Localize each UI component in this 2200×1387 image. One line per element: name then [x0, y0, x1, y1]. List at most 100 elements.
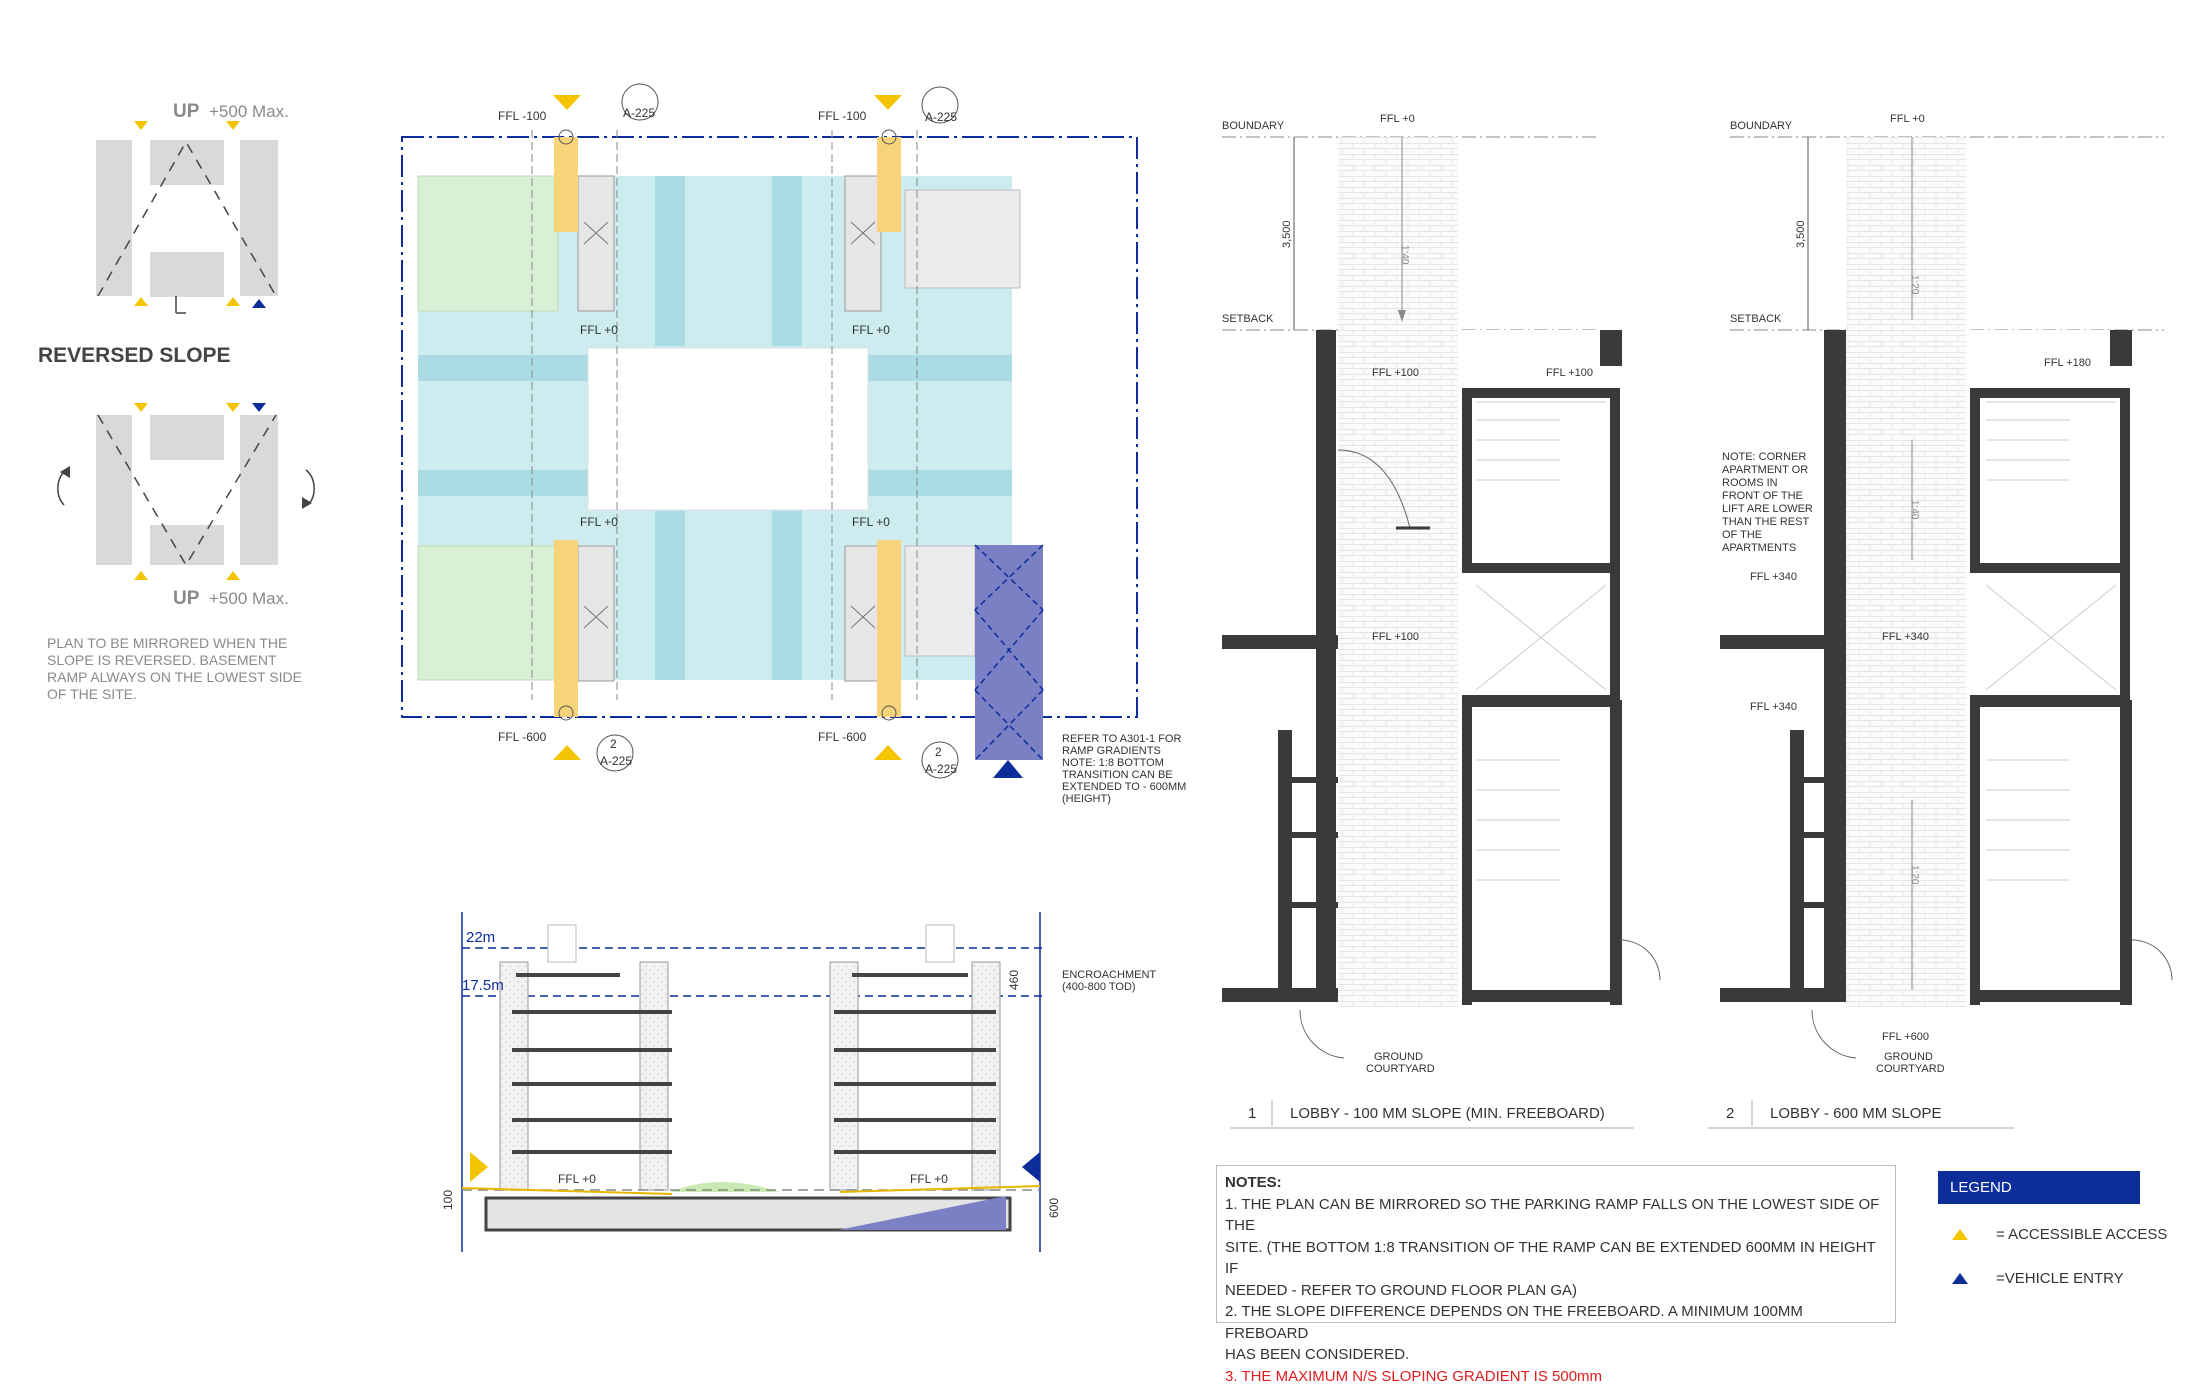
svg-text:BOUNDARY: BOUNDARY [1730, 120, 1793, 132]
accessible-marker-icon [226, 121, 240, 130]
vehicle-marker-icon [252, 299, 266, 308]
notes-box: NOTES: 1. THE PLAN CAN BE MIRRORED SO TH… [1216, 1165, 1896, 1323]
lobby-plan-1 [1222, 137, 1660, 1058]
svg-text:GROUND: GROUND [1374, 1051, 1423, 1063]
svg-text:22m: 22m [466, 929, 495, 946]
accessible-marker-icon [226, 403, 240, 412]
accessible-marker-icon [553, 95, 581, 110]
svg-text:2: 2 [935, 745, 942, 759]
section-labels: 22m 17.5m 460 ENCROACHMENT (400-800 TOD)… [441, 929, 1156, 1218]
svg-text:FFL +600: FFL +600 [1882, 1031, 1929, 1043]
note-line: HAS BEEN CONSIDERED. [1225, 1344, 1887, 1366]
svg-text:GROUND: GROUND [1884, 1051, 1933, 1063]
svg-text:A-225: A-225 [623, 106, 655, 120]
accessible-marker-icon [134, 121, 148, 130]
lobby-2-title: 2 LOBBY - 600 MM SLOPE [1708, 1100, 2014, 1128]
svg-text:2: 2 [610, 737, 617, 751]
accessible-marker-icon [1952, 1229, 1968, 1240]
svg-text:ENCROACHMENT: ENCROACHMENT [1062, 969, 1156, 981]
svg-text:RAMP GRADIENTS: RAMP GRADIENTS [1062, 745, 1161, 757]
svg-text:REFER TO A301-1 FOR: REFER TO A301-1 FOR [1062, 733, 1181, 745]
slope-diagram-top: UP +500 Max. [96, 101, 289, 313]
svg-text:A-225: A-225 [925, 762, 957, 776]
vehicle-marker-icon [252, 403, 266, 412]
svg-text:FFL +0: FFL +0 [1890, 113, 1925, 125]
lobby-plan-2 [1720, 137, 2172, 1058]
svg-text:A-225: A-225 [600, 754, 632, 768]
vehicle-marker-icon [993, 760, 1023, 778]
svg-text:APARTMENTS: APARTMENTS [1722, 542, 1796, 554]
svg-text:APARTMENT OR: APARTMENT OR [1722, 464, 1808, 476]
reversed-slope-title: REVERSED SLOPE [38, 344, 231, 367]
legend-accessible: = ACCESSIBLE ACCESS [1996, 1226, 2167, 1243]
svg-text:FFL +0: FFL +0 [852, 323, 890, 337]
note-line: 1. THE PLAN CAN BE MIRRORED SO THE PARKI… [1225, 1194, 1887, 1237]
svg-text:FFL +0: FFL +0 [1380, 113, 1415, 125]
svg-text:FFL +0: FFL +0 [852, 515, 890, 529]
rotate-right-icon [306, 470, 314, 505]
note-line-max-gradient: 3. THE MAXIMUM N/S SLOPING GRADIENT IS 5… [1225, 1366, 1887, 1387]
svg-text:LOBBY - 100 MM SLOPE (MIN. FRE: LOBBY - 100 MM SLOPE (MIN. FREEBOARD) [1290, 1105, 1605, 1122]
lobby-1-title: 1 LOBBY - 100 MM SLOPE (MIN. FREEBOARD) [1230, 1100, 1634, 1128]
svg-text:FFL +100: FFL +100 [1372, 631, 1419, 643]
ramp-note: REFER TO A301-1 FOR RAMP GRADIENTS NOTE:… [1062, 733, 1186, 805]
svg-text:TRANSITION CAN BE: TRANSITION CAN BE [1062, 769, 1173, 781]
svg-text:(HEIGHT): (HEIGHT) [1062, 793, 1111, 805]
svg-text:LIFT ARE LOWER: LIFT ARE LOWER [1722, 503, 1813, 515]
svg-text:FRONT OF THE: FRONT OF THE [1722, 490, 1803, 502]
svg-text:FFL +340: FFL +340 [1882, 631, 1929, 643]
svg-text:FFL -600: FFL -600 [498, 730, 547, 744]
svg-text:A-225: A-225 [925, 110, 957, 124]
svg-text:2: 2 [1726, 1105, 1734, 1122]
svg-text:FFL +0: FFL +0 [910, 1172, 948, 1186]
building-section [462, 912, 1042, 1252]
svg-text:FFL +0: FFL +0 [580, 323, 618, 337]
svg-text:FFL -600: FFL -600 [818, 730, 867, 744]
svg-text:OF THE SITE.: OF THE SITE. [47, 686, 137, 702]
svg-text:SETBACK: SETBACK [1222, 313, 1274, 325]
svg-text:FFL +100: FFL +100 [1372, 367, 1419, 379]
svg-text:100: 100 [441, 1190, 455, 1210]
svg-text:1:40: 1:40 [1399, 245, 1410, 265]
svg-text:THAN THE REST: THAN THE REST [1722, 516, 1809, 528]
svg-text:1:20: 1:20 [1909, 275, 1920, 295]
svg-text:NOTE: 1:8 BOTTOM: NOTE: 1:8 BOTTOM [1062, 757, 1164, 769]
svg-text:FFL -100: FFL -100 [818, 109, 867, 123]
accessible-marker-icon [226, 297, 240, 306]
site-plan [402, 84, 1137, 778]
legend-title: LEGEND [1938, 1171, 2140, 1204]
accessible-marker-icon [226, 571, 240, 580]
svg-text:1: 1 [1248, 1105, 1256, 1122]
accessible-marker-icon [874, 745, 902, 760]
accessible-marker-icon [553, 745, 581, 760]
svg-text:PLAN TO BE MIRRORED WHEN THE: PLAN TO BE MIRRORED WHEN THE [47, 635, 287, 651]
accessible-marker-icon [134, 403, 148, 412]
accessible-marker-icon [134, 571, 148, 580]
svg-text:460: 460 [1007, 970, 1021, 990]
note-line: SITE. (THE BOTTOM 1:8 TRANSITION OF THE … [1225, 1237, 1887, 1280]
svg-text:COURTYARD: COURTYARD [1876, 1063, 1945, 1075]
svg-text:SLOPE IS REVERSED. BASEMENT: SLOPE IS REVERSED. BASEMENT [47, 652, 277, 668]
svg-text:3,500: 3,500 [1795, 220, 1807, 248]
note-line: NEEDED - REFER TO GROUND FLOOR PLAN GA) [1225, 1280, 1887, 1302]
svg-text:FFL +180: FFL +180 [2044, 357, 2091, 369]
svg-text:1:20: 1:20 [1909, 865, 1920, 885]
svg-text:1:40: 1:40 [1909, 500, 1920, 520]
up-label-bottom: UP [173, 588, 200, 609]
up-label-top: UP [173, 101, 200, 122]
svg-text:FFL +340: FFL +340 [1750, 701, 1797, 713]
vehicle-marker-icon [1952, 1273, 1968, 1284]
svg-text:FFL +0: FFL +0 [580, 515, 618, 529]
accessible-marker-icon [874, 95, 902, 110]
svg-text:BOUNDARY: BOUNDARY [1222, 120, 1285, 132]
legend-vehicle: =VEHICLE ENTRY [1996, 1270, 2124, 1287]
mirror-note: PLAN TO BE MIRRORED WHEN THE SLOPE IS RE… [47, 635, 302, 702]
svg-text:LOBBY - 600 MM SLOPE: LOBBY - 600 MM SLOPE [1770, 1105, 1941, 1122]
note-line: 2. THE SLOPE DIFFERENCE DEPENDS ON THE F… [1225, 1301, 1887, 1344]
svg-text:3,500: 3,500 [1281, 220, 1293, 248]
svg-text:600: 600 [1047, 1198, 1061, 1218]
svg-text:FFL +340: FFL +340 [1750, 571, 1797, 583]
svg-text:(400-800 TOD): (400-800 TOD) [1062, 981, 1136, 993]
svg-text:FFL +100: FFL +100 [1546, 367, 1593, 379]
